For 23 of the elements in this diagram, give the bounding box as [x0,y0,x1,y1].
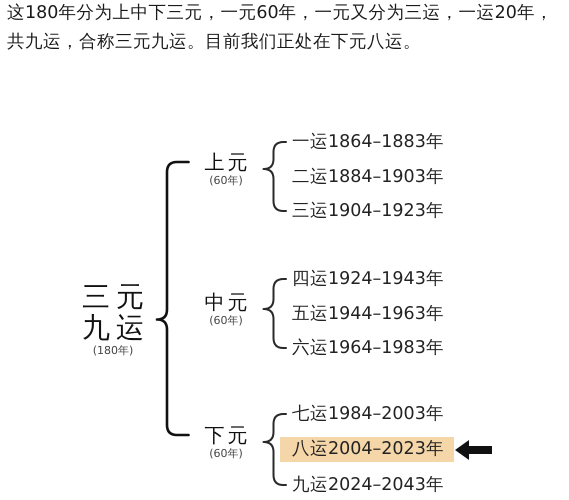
duration-label: (60年) [209,314,243,328]
period-label: 五运1944–1963年 [292,303,444,326]
highlighted-period-label: 八运2004–2023年 [280,437,454,462]
period-label: 七运1984–2003年 [292,402,444,426]
heading-text: 这180年分为上中下三元，一元60年，一元又分为三运，一运20年，共九运，合称三元九运。目前我们正处在下元八运。 [7,2,554,54]
curly-brace [262,413,287,486]
cycle-name: 三元九运 [81,281,151,343]
era-name: 中元 [204,290,252,314]
era-name: 下元 [204,423,252,447]
period-label: 六运1964–1983年 [292,336,444,360]
period-label: 九运2024–2043年 [292,473,444,497]
duration-label: (60年) [209,447,243,461]
period-label: 三运1904–1923年 [292,199,444,223]
arrow [455,440,492,460]
curly-brace [262,141,287,212]
duration-label: (60年) [209,174,243,188]
curly-brace [156,160,190,436]
period-label: 四运1924–1943年 [292,267,444,291]
duration-label: (180年) [92,343,134,358]
era-name: 上元 [204,150,252,174]
period-label: 二运1884–1903年 [292,166,444,189]
period-label: 一运1864–1883年 [292,130,444,154]
curly-brace [262,278,287,349]
